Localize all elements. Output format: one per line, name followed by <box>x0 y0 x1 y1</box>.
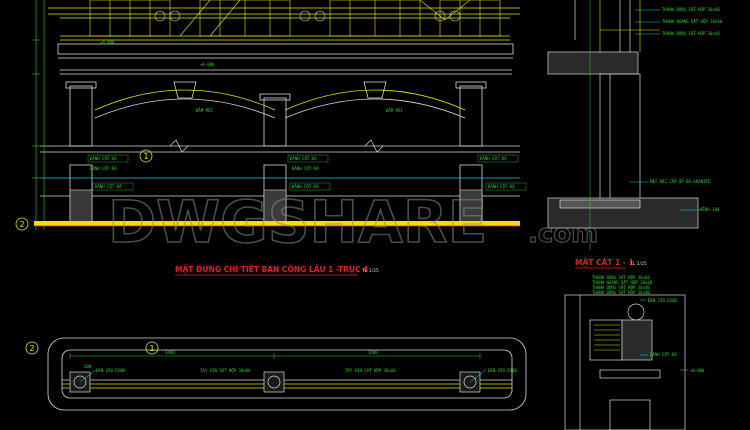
elevation-scale: TL 1/25 <box>361 268 379 274</box>
label-danh-cot-a: ĐÁNH CỘT ĐÁ <box>90 156 117 161</box>
section-1-1: THANH ĐỨNG SẮT HỘP 30x60 THANH NGANG SẮT… <box>547 0 723 269</box>
label-danh-cot-c: ĐÁNH CỘT ĐÁ <box>480 156 507 161</box>
plan-tay-vin-a: TAY VỊN SẮT HỘP 30x60 <box>200 368 251 373</box>
dimension-chain-left <box>32 0 45 230</box>
annotation-frames <box>87 154 527 191</box>
plan-den-cau-b: ĐÈN CẦU D300 <box>488 368 517 373</box>
note-b: THANH NGANG SẮT HỘP 30x40 <box>592 280 653 285</box>
label-thanh-b: THANH NGANG SẮT HỘP 30x40 <box>662 19 723 24</box>
plan-tay-vin-b: TAY VỊN SẮT HỘP 30x60 <box>345 368 396 373</box>
label-level-a: +0.000 <box>200 62 215 67</box>
label-thanh-c: THANH ĐỨNG SẮT HỘP 30x40 <box>662 31 720 36</box>
plan-leaders <box>79 369 487 383</box>
detail-geometry <box>564 294 686 430</box>
section-dimensions <box>586 0 594 250</box>
keystones <box>173 81 387 99</box>
railing-balusters <box>89 0 501 37</box>
label-danh-cot-d: ĐÁNH CỘT ĐÁ <box>90 166 117 171</box>
plan-dim-b: 3400 <box>368 350 378 355</box>
elevation-annotations: ĐÁNH CỘT ĐÁ ĐÁNH CỘT ĐÁ ĐÁNH CỘT ĐÁ ĐÁNH… <box>90 40 515 189</box>
label-danh-cot-f: ĐÁNH CỘT ĐÁ <box>292 184 319 189</box>
detail-leaders <box>640 299 688 371</box>
note-c: THANH ĐỨNG SẮT HỘP 30x40 <box>592 285 650 290</box>
axis-1-label: 1 <box>144 152 149 161</box>
label-danh-cot-g: ĐÁNH CỘT ĐÁ <box>488 184 515 189</box>
plan-posts <box>69 371 481 393</box>
section-annotations: THANH ĐỨNG SẮT HỘP 30x60 THANH NGANG SẮT… <box>650 7 723 212</box>
label-danh-cot-e: ĐÁNH CỘT ĐÁ <box>95 184 122 189</box>
balcony-elevation: ĐÁNH CỘT ĐÁ ĐÁNH CỘT ĐÁ ĐÁNH CỘT ĐÁ ĐÁNH… <box>15 0 527 276</box>
granite-hatch <box>69 189 483 225</box>
balcony-plan: 3400 3400 200 ĐÈN CẦU D300 ĐÈN CẦU D300 … <box>25 337 527 411</box>
plan-outline <box>47 337 527 411</box>
plan-rail <box>62 383 512 389</box>
plan-den-cau-a: ĐÈN CẦU D300 <box>96 368 125 373</box>
plan-axis-2-label: 2 <box>30 344 35 353</box>
section-leaders <box>630 9 700 211</box>
section-railing <box>599 0 660 52</box>
plan-dimensions <box>69 353 481 359</box>
label-kenh: KÊNH 100 <box>700 207 720 212</box>
plan-dim-a: 3400 <box>165 350 175 355</box>
note-a: THANH ĐỨNG SẮT HỘP 30x60 <box>592 275 650 280</box>
label-level-b: +0.000 <box>100 40 115 45</box>
detail-annotations: THANH ĐỨNG SẮT HỘP 30x60 THANH NGANG SẮT… <box>592 275 705 373</box>
label-thanh-a: THANH ĐỨNG SẮT HỘP 30x60 <box>662 7 720 12</box>
detail-den-cau: ĐÈN CẦU D300 <box>648 298 677 303</box>
label-mat-bac: MẶT BẬC CẤP ỐP ĐÁ GRANITE <box>650 179 711 184</box>
axis-2-label: 2 <box>20 220 25 229</box>
elevation-title: MẶT ĐỨNG CHI TIẾT BAN CÔNG LẦU 1 -TRỤC 4 <box>175 264 368 274</box>
elevation-arches <box>94 89 466 119</box>
railing-top-band <box>48 7 520 41</box>
section-title: MẶT CẮT 1 - 1 <box>575 257 634 267</box>
plan-annotations: 3400 3400 200 ĐÈN CẦU D300 ĐÈN CẦU D300 … <box>84 350 517 373</box>
plan-dim-c: 200 <box>84 364 92 369</box>
watermark-suffix: .com <box>528 219 598 249</box>
label-danh-cot-b: ĐÁNH CỘT ĐÁ <box>290 156 317 161</box>
label-dam-mui-a: ĐẦM MŨI <box>196 108 213 113</box>
railing-detail: THANH ĐỨNG SẮT HỘP 30x60 THANH NGANG SẮT… <box>564 275 705 430</box>
railing-ornaments <box>154 0 471 37</box>
detail-danh-cot: ĐÁNH CỘT ĐÁ <box>650 352 677 357</box>
detail-level: +0.000 <box>690 368 705 373</box>
plan-axis-1-label: 1 <box>150 344 155 353</box>
watermark: DWGSHARE .com <box>107 187 599 257</box>
axis-markers: 2 1 <box>15 149 153 231</box>
section-geometry <box>547 0 699 229</box>
watermark-main: DWGSHARE <box>108 188 487 256</box>
label-danh-cot-h: ĐÁNH CỘT ĐÁ <box>292 166 319 171</box>
axis-band <box>34 221 520 226</box>
label-dam-mui-b: ĐẦM MŨI <box>386 108 403 113</box>
detail-bars <box>594 324 620 351</box>
plan-axis-markers: 2 1 <box>25 341 159 355</box>
section-scale: TL 1/25 <box>629 261 647 267</box>
note-d: THANH ĐỨNG SẮT HỘP 30x40 <box>592 290 650 295</box>
slab-cornice <box>57 43 514 75</box>
